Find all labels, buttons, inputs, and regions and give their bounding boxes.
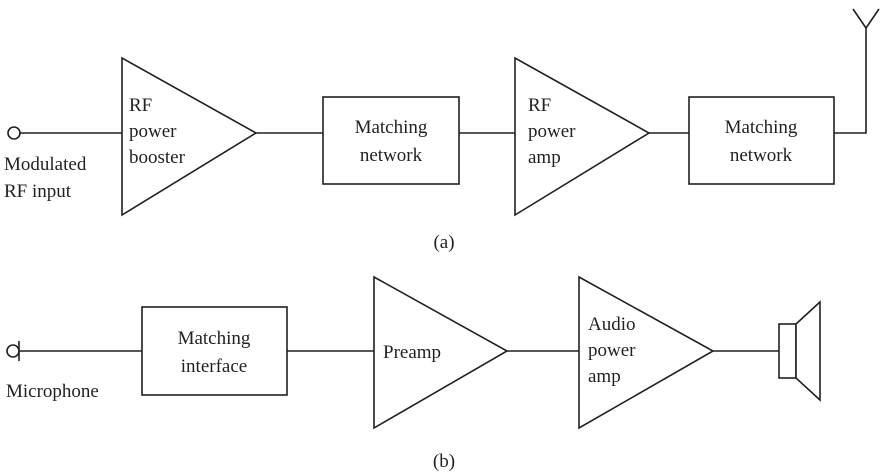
input-label-line2: RF input [4,181,72,202]
input-label-line1: Modulated [4,154,87,175]
matching-interface-box [141,306,288,396]
matching1-label-line2: network [360,145,423,166]
audio-power-amp-amplifier [578,275,715,430]
input-terminal-icon [7,126,21,140]
audio-amp-label-line3: amp [588,366,621,387]
caption-a: (a) [433,232,454,253]
matching2-label-line1: Matching [725,117,798,138]
booster-label-line3: booster [129,147,186,168]
power-amp-label-line2: power [528,121,576,142]
preamp-label: Preamp [383,342,441,363]
power-amp-label-line3: amp [528,147,561,168]
rf-power-amp-amplifier [514,56,651,217]
audio-amp-label-line2: power [588,340,636,361]
booster-label-line2: power [129,121,177,142]
matching-network-1-box [322,96,460,185]
interface-label-line1: Matching [178,328,251,349]
diagram-a: RF power booster Matching network RF pow… [4,8,880,253]
wire-matching2-to-antenna [834,28,867,134]
speaker-icon [778,300,821,402]
preamp-amplifier [373,275,509,430]
caption-b: (b) [433,451,455,472]
power-amp-label-line1: RF [528,95,551,116]
diagram-b: Matching interface Preamp Audio power am… [6,275,821,472]
microphone-icon [6,341,20,361]
interface-label-line2: interface [181,356,247,377]
antenna-icon [852,8,880,29]
rf-power-booster-amplifier [121,56,258,217]
booster-label-line1: RF [129,95,152,116]
matching1-label-line1: Matching [355,117,428,138]
microphone-label: Microphone [6,381,99,402]
matching-network-2-box [688,96,835,185]
matching2-label-line2: network [730,145,793,166]
audio-amp-label-line1: Audio [588,314,636,335]
